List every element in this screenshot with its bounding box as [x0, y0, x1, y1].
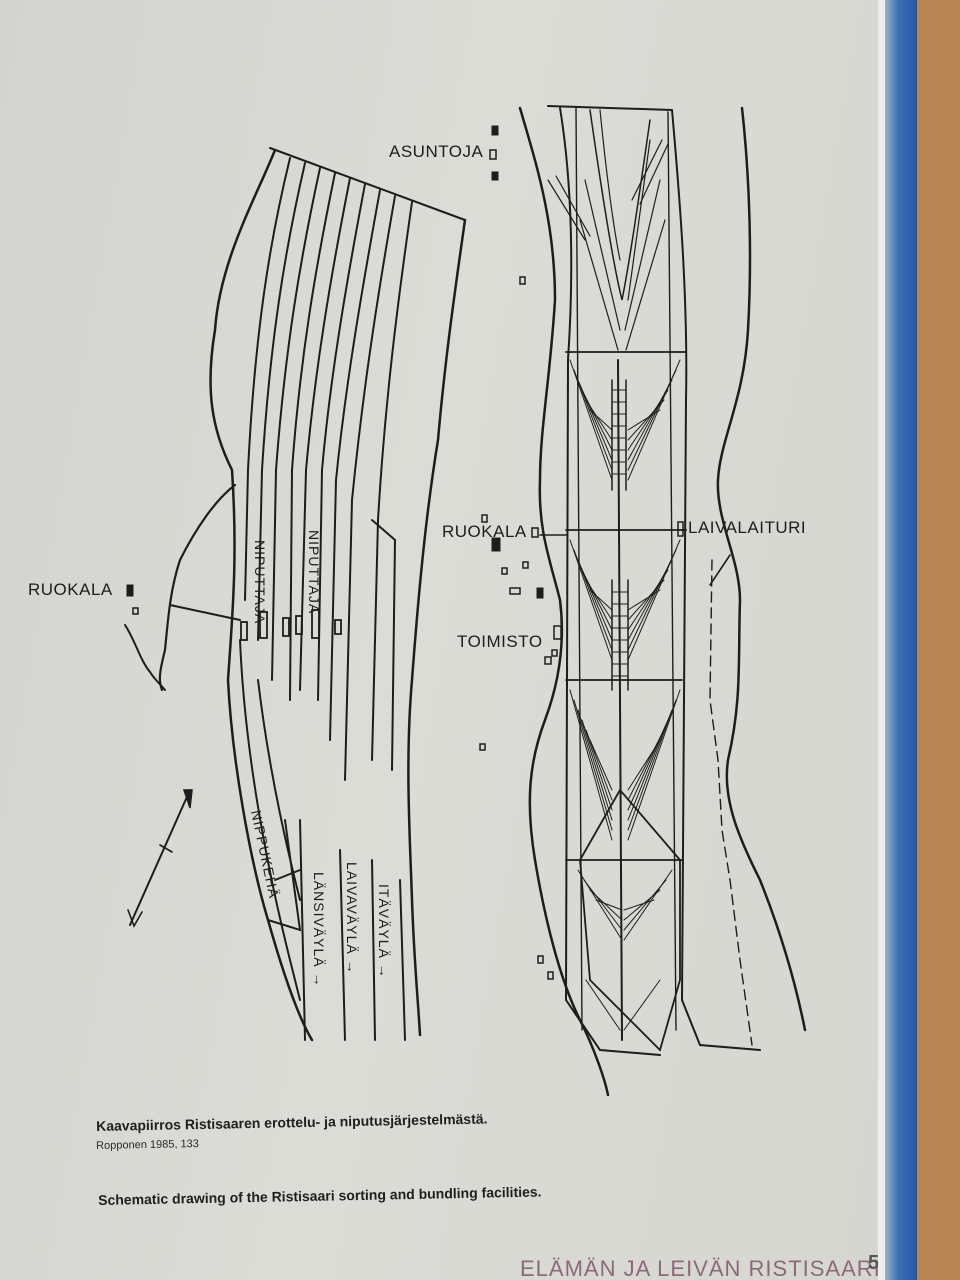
- book-cover-edge: [885, 0, 917, 1280]
- label-lansivayla: LÄNSIVÄYLÄ →: [311, 872, 327, 988]
- label-laivavayla: LAIVAVÄYLÄ →: [344, 862, 360, 975]
- book-page: ASUNTOJA RUOKALA RUOKALA LAIVALAITURI TO…: [0, 0, 900, 1280]
- label-asuntoja: ASUNTOJA: [389, 142, 484, 161]
- label-toimisto: TOIMISTO: [457, 632, 543, 651]
- label-niputtaja-1: NIPUTTAJA: [252, 540, 268, 625]
- right-diagram: [479, 105, 807, 1097]
- label-itavayla: ITÄVÄYLÄ →: [376, 884, 392, 979]
- label-ruokala-left: RUOKALA: [28, 580, 113, 599]
- caption-source: Ropponen 1985, 133: [96, 1138, 199, 1152]
- page-edge: [878, 0, 888, 1280]
- label-niputtaja-2: NIPUTTAJA: [306, 530, 322, 615]
- left-diagram: [124, 147, 467, 1042]
- label-laivalaituri: LAIVALAITURI: [688, 518, 807, 537]
- schematic-drawing: [124, 105, 807, 1097]
- running-footer-title: ELÄMÄN JA LEIVÄN RISTISAARI: [520, 1256, 881, 1280]
- label-ruokala-right: RUOKALA: [442, 522, 527, 541]
